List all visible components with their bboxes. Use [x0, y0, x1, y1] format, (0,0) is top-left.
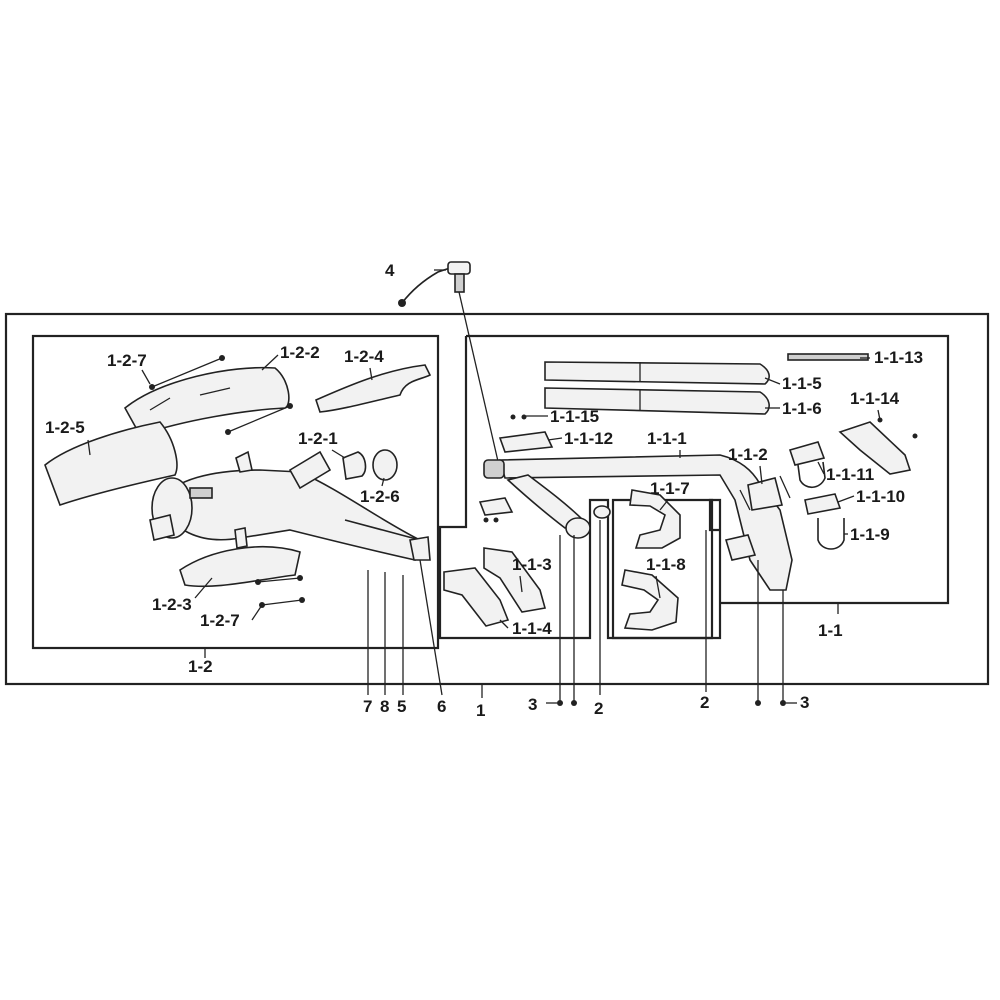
bracket-1-1-11: [788, 441, 826, 466]
label-1-1-7: 1-1-7: [650, 479, 690, 498]
label-1-1-1: 1-1-1: [647, 429, 687, 448]
label-2-left: 2: [594, 699, 603, 718]
label-1-1-10: 1-1-10: [856, 487, 905, 506]
label-1-1-8: 1-1-8: [646, 555, 686, 574]
muffler-group-1-2: [44, 355, 432, 608]
label-1-2-3: 1-2-3: [152, 595, 192, 614]
label-1-1-5: 1-1-5: [782, 374, 822, 393]
frames: [4, 312, 990, 686]
label-3-right: 3: [800, 693, 809, 712]
label-leaders: [87, 354, 881, 704]
label-5: 5: [397, 697, 406, 716]
label-1-1-14: 1-1-14: [850, 389, 900, 408]
pipe-1-1-8: [621, 569, 679, 631]
insulation-1-1-5: [544, 361, 770, 385]
u-bolt-1-1-9: [817, 518, 845, 550]
label-1-2-7-bottom: 1-2-7: [200, 611, 240, 630]
exhaust-pipe-group-1-1: [443, 353, 918, 631]
rod-1-1-13: [787, 353, 869, 361]
part-labels: 4 1-2-7 1-2-2 1-2-4 1-2-5 1-2-1 1-2-6 1-…: [45, 261, 923, 720]
muffler-body: [159, 469, 421, 561]
bracket-1-1-10: [804, 493, 842, 515]
label-1-2: 1-2: [188, 657, 213, 676]
label-1-1-6: 1-1-6: [782, 399, 822, 418]
oxygen-sensor-part-4: [398, 261, 501, 471]
label-8: 8: [380, 697, 389, 716]
gasket-1-2-1: [342, 451, 367, 480]
label-1-2-1: 1-2-1: [298, 429, 338, 448]
label-1: 1: [476, 701, 485, 720]
label-1-2-2: 1-2-2: [280, 343, 320, 362]
bracket-1-1-12: [498, 431, 554, 453]
label-1-2-5: 1-2-5: [45, 418, 85, 437]
label-1-1-2: 1-1-2: [728, 445, 768, 464]
label-1-1-11: 1-1-11: [826, 465, 874, 484]
label-1-1-3: 1-1-3: [512, 555, 552, 574]
frame-inner-cutout: [611, 498, 714, 640]
label-1-1-9: 1-1-9: [850, 525, 890, 544]
heat-shield-1-2-2: [123, 366, 290, 436]
muffler-lower-bracket: [234, 527, 248, 549]
clamp-1-2-6: [372, 449, 398, 481]
heat-shield-1-2-4: [315, 364, 432, 413]
label-1-2-4: 1-2-4: [344, 347, 384, 366]
outer-frame-assembly-1: [4, 312, 990, 686]
label-1-1-12: 1-1-12: [564, 429, 613, 448]
label-1-2-6: 1-2-6: [360, 487, 400, 506]
muffler-tailpipe: [149, 514, 175, 541]
label-1-1-4: 1-1-4: [512, 619, 552, 638]
label-6: 6: [437, 697, 446, 716]
label-1-1-15: 1-1-15: [550, 407, 599, 426]
label-4: 4: [385, 261, 395, 280]
heat-shield-1-2-3: [179, 546, 301, 588]
pipe-1-1-4: [443, 567, 510, 627]
pipe-1-1-3: [483, 547, 547, 613]
heat-shield-1-1-14: [838, 421, 912, 475]
muffler-bracket: [235, 450, 253, 473]
label-3-left: 3: [528, 695, 537, 714]
label-2-right: 2: [700, 693, 709, 712]
insulation-1-1-6: [544, 387, 770, 415]
label-1-2-7-top: 1-2-7: [107, 351, 147, 370]
label-1-1: 1-1: [818, 621, 843, 640]
label-1-1-13: 1-1-13: [874, 348, 923, 367]
pipe-1-1-7: [629, 489, 681, 549]
label-7: 7: [363, 697, 372, 716]
frame-assembly-1-2: [31, 334, 440, 650]
heat-shield-1-2-5: [44, 421, 178, 507]
flange-1-1-2: [747, 477, 783, 511]
leader-lines: [204, 269, 839, 706]
